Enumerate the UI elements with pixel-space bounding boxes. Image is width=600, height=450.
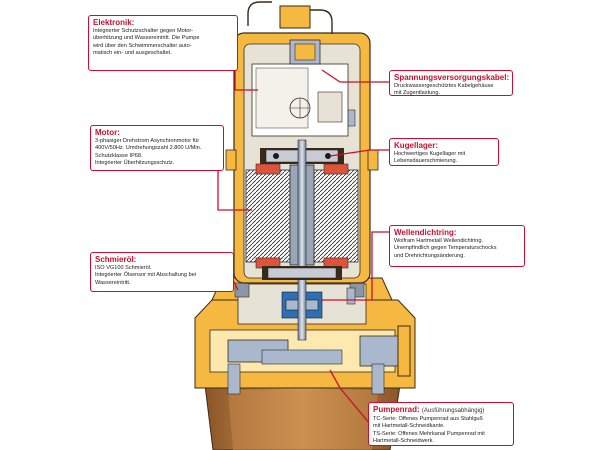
stator-windings	[245, 163, 359, 269]
callout-pumpenrad-body: TC-Serie: Offenes Pumpenrad aus Stahlguß…	[373, 416, 485, 445]
callout-schmieroel: Schmieröl: ISO VG100 Schmieröl. Integrie…	[90, 252, 234, 292]
callout-kabel: Spannungsversorgungskabel: Druckwasserge…	[389, 70, 513, 96]
callout-kugellager: Kugellager: Hochwertiges Kugellager mit …	[389, 138, 499, 166]
cable-gland	[247, 1, 333, 65]
callout-pumpenrad-subtitle: (Ausführungsabhängig)	[421, 408, 485, 414]
rotor-shaft	[289, 139, 315, 341]
callout-kabel-title: Spannungsversorgungskabel:	[394, 73, 510, 82]
callout-schmieroel-title: Schmieröl:	[95, 255, 137, 264]
callout-motor-title: Motor:	[95, 128, 120, 137]
callout-elektronik: Elektronik: Integrierter Schutzschalter …	[88, 15, 238, 71]
callout-wellendichtring: Wellendichtring: Wolfram Hartmetall Well…	[389, 225, 525, 267]
lower-bearing	[262, 266, 342, 280]
callout-kugellager-title: Kugellager:	[394, 141, 439, 150]
impeller	[227, 349, 385, 395]
callout-wellendichtring-body: Wolfram Hartmetall Wellendichtring. Unem…	[394, 238, 497, 259]
callout-schmieroel-body: ISO VG100 Schmieröl. Integrierter Ölsens…	[95, 265, 197, 286]
callout-motor-body: 3-phasiger Drehstrom Asynchronmotor für …	[95, 138, 202, 167]
callout-elektronik-title: Elektronik:	[93, 18, 135, 27]
callout-elektronik-body: Integrierter Schutzschalter gegen Motor-…	[93, 28, 200, 57]
callout-wellendichtring-title: Wellendichtring:	[394, 228, 457, 237]
callout-motor: Motor: 3-phasiger Drehstrom Asynchronmot…	[90, 125, 224, 171]
callout-pumpenrad-title: Pumpenrad:	[373, 405, 420, 414]
callout-kabel-body: Druckwassergeschütztes Kabelgehäuse mit …	[394, 83, 494, 97]
callout-pumpenrad: Pumpenrad: (Ausführungsabhängig) TC-Seri…	[368, 402, 514, 446]
electronics-compartment	[251, 63, 349, 137]
callout-kugellager-body: Hochwertiges Kugellager mit Lebensdauers…	[394, 151, 466, 165]
